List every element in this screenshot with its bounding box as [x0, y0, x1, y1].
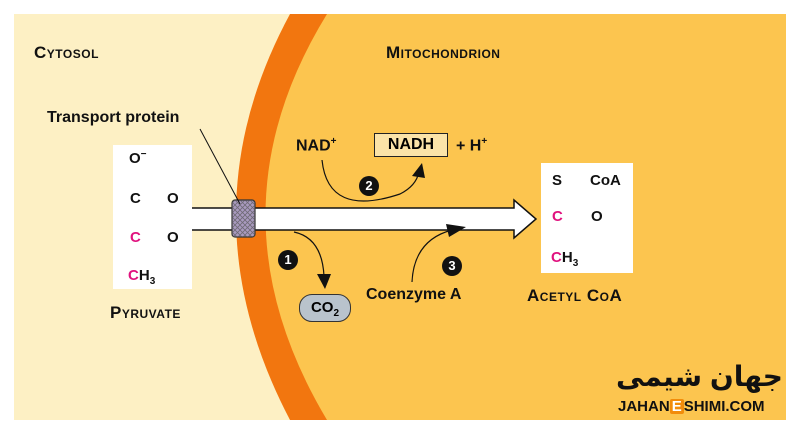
coenzyme-a-label: Coenzyme A	[366, 286, 462, 303]
h-plus-label: + H+	[456, 136, 488, 155]
pyruvate-structure-box	[113, 145, 192, 289]
pyruvate-oxygen-2: O	[167, 229, 179, 246]
co2-arrow	[293, 231, 325, 277]
acetyl-coa-structure-box	[541, 163, 633, 273]
step-3-marker: 3	[442, 256, 462, 276]
pyruvate-carbon-2: C	[130, 229, 141, 246]
transport-protein-label: Transport protein	[47, 109, 180, 126]
acetyl-coa-sulfur: S	[552, 172, 563, 189]
acetyl-coa-coa: CoA	[590, 172, 621, 189]
pyruvate-oxygen-1: O	[167, 190, 179, 207]
nad-arrow	[321, 159, 420, 202]
acetyl-coa-oxygen: O	[591, 208, 603, 225]
pyruvate-oxygen-top: O−	[129, 149, 147, 167]
watermark-logo: جهان شیمی	[616, 361, 783, 392]
acetyl-coa-label: Acetyl CoA	[527, 286, 623, 305]
pyruvate-carbon-1: C	[130, 190, 141, 207]
step-1-marker: 1	[278, 250, 298, 270]
acetyl-coa-methyl: CH3	[551, 249, 579, 269]
pyruvate-label: Pyruvate	[110, 303, 181, 322]
pyruvate-methyl: CH3	[128, 267, 156, 287]
step-2-marker: 2	[359, 176, 379, 196]
coenzyme-a-arrow	[411, 229, 453, 283]
nadh-box: NADH	[374, 133, 448, 157]
acetyl-coa-carbon-1: C	[552, 208, 563, 225]
transport-protein-leader	[199, 128, 241, 205]
cytosol-label: Cytosol	[34, 43, 99, 62]
nad-label: NAD+	[296, 136, 337, 155]
co2-bubble: CO2	[299, 294, 351, 322]
mitochondrion-label: Mitochondrion	[386, 43, 501, 62]
